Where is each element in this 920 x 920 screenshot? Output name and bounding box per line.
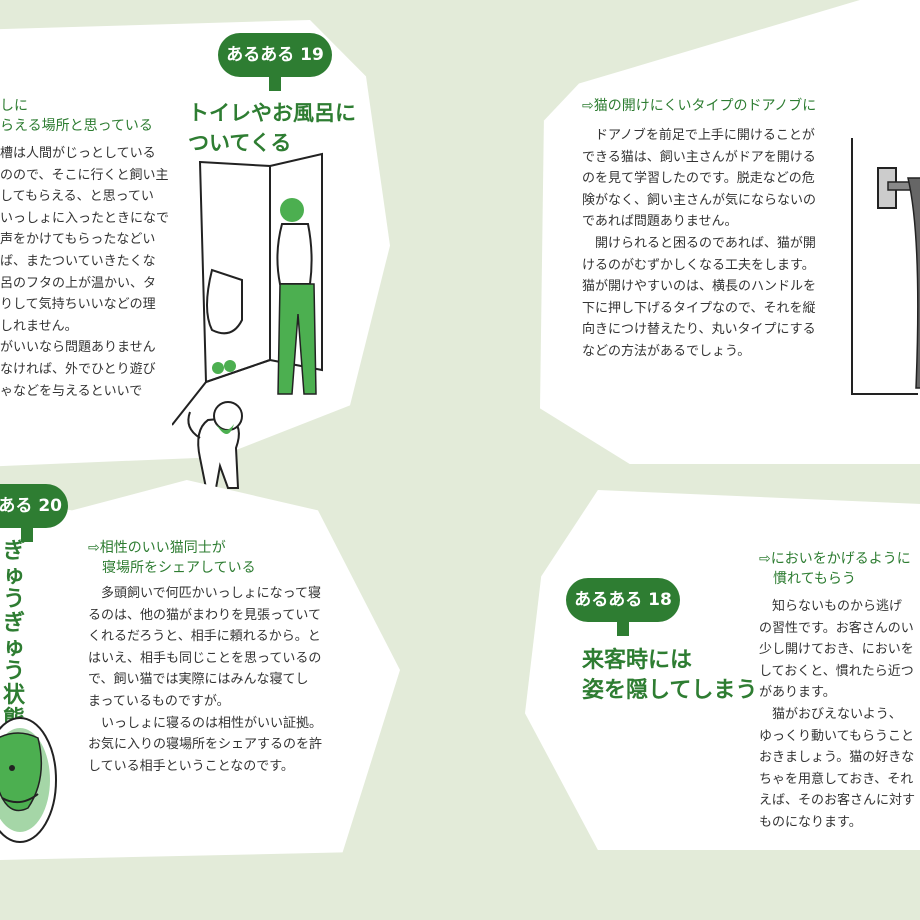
panel-aruaru-20 xyxy=(0,480,400,860)
vertical-title-char: 状 xyxy=(2,683,25,708)
subheading-19: しに らえる場所と思っている xyxy=(0,98,153,134)
text-line: けるのがむずかしくなる工夫をします。 xyxy=(582,257,815,273)
text-line: などの方法があるでしょう。 xyxy=(582,343,751,359)
toilet-illustration xyxy=(172,152,323,489)
text-line: がいいなら問題ありません xyxy=(0,340,156,356)
title-aruaru-19: トイレやお風呂に ついてくる xyxy=(188,101,356,155)
vertical-title-char: ぎ xyxy=(2,611,25,636)
text-line: ちゃを用意しておき、それ xyxy=(759,771,914,787)
badge-aruaru-19: あるある 19 xyxy=(218,33,332,91)
text-line: しれません。 xyxy=(0,318,78,334)
text-line: まっているものですが。 xyxy=(88,693,230,709)
sleeping-cats-illustration xyxy=(0,717,57,843)
panel-aruaru-19 xyxy=(0,20,390,467)
door-illustration xyxy=(851,138,920,395)
text-line: で、飼い猫では実際にはみんな寝てし xyxy=(88,672,309,688)
text-line: お気に入りの寝場所をシェアするのを許 xyxy=(88,737,323,753)
text-line: 猫がおびえないよう、 xyxy=(759,706,902,722)
cat-figure xyxy=(187,401,243,489)
badge-label: あるある 18 xyxy=(574,590,672,610)
panel-door-knob xyxy=(540,0,920,464)
text-line: 多頭飼いで何匹かいっしょになって寝 xyxy=(88,586,321,601)
body-text-door: ドアノブを前足で上手に開けることができる猫は、飼い主さんがドアを開けるのを見て学… xyxy=(582,125,816,363)
text-line: ば、またついていきたくな xyxy=(0,253,156,269)
vertical-title-20: ぎゅうぎゅう状態 xyxy=(1,540,27,732)
text-line: できる猫は、飼い主さんがドアを開ける xyxy=(582,149,816,165)
text-line: いっしょに入ったときになで xyxy=(0,210,170,226)
text-line: 声をかけてもらったなどい xyxy=(0,232,156,248)
text-line: りして気持ちいいなどの理 xyxy=(0,297,156,313)
person-figure xyxy=(212,198,317,395)
text-line: のので、そこに行くと飼い主 xyxy=(0,167,169,183)
title-aruaru-18: 来客時には 姿を隠してしまう xyxy=(582,648,758,703)
text-line: 向きにつけ替えたり、丸いタイプにする xyxy=(582,322,816,338)
text-line: 呂のフタの上が温かい、タ xyxy=(0,275,157,291)
text-line: のを見て学習したのです。脱走などの危 xyxy=(582,171,815,187)
text-line: であれば問題ありません。 xyxy=(582,214,738,230)
text-line: ものになります。 xyxy=(759,814,862,830)
body-text-19: 槽は人間がじっとしているのので、そこに行くと飼い主してもらえる、と思っていいっし… xyxy=(0,143,169,402)
text-line: ドアノブを前足で上手に開けることが xyxy=(582,128,815,143)
text-line: おきましょう。猫の好きな xyxy=(759,750,915,766)
subheading-door: ⇨猫の開けにくいタイプのドアノブに xyxy=(582,98,817,114)
text-line: 下に押し下げるタイプなので、それを縦 xyxy=(582,300,816,316)
subheading-20: ⇨相性のいい猫同士が 寝場所をシェアしている xyxy=(88,540,256,576)
panel-aruaru-18 xyxy=(525,490,920,850)
text-line: しておくと、慣れたら近つ xyxy=(759,663,914,679)
text-line: の習性です。お客さんのい xyxy=(759,620,914,636)
text-line: いっしょに寝るのは相性がいい証拠。 xyxy=(88,715,323,731)
badge-label: あるある 19 xyxy=(226,45,324,65)
text-line: 少し開けておき、においを xyxy=(759,642,914,658)
badge-label: ある 20 xyxy=(0,496,62,516)
vertical-title-char: う xyxy=(2,587,25,612)
body-text-18: 知らないものから逃げの習性です。お客さんのい少し開けておき、においをしておくと、… xyxy=(759,596,915,834)
body-text-20: 多頭飼いで何匹かいっしょになって寝るのは、他の猫がまわりを見張っていてくれるだろ… xyxy=(88,583,322,777)
text-line: くれるだろうと、相手に頼れるから。と xyxy=(88,629,321,645)
text-line: なければ、外でひとり遊び xyxy=(0,361,156,377)
subheading-18: ⇨においをかげるように 慣れてもらう xyxy=(759,551,911,587)
text-line: 開けられると困るのであれば、猫が開 xyxy=(582,235,816,251)
vertical-title-char: ゅ xyxy=(2,635,25,660)
text-line: してもらえる、と思ってい xyxy=(0,189,154,205)
text-line: 槽は人間がじっとしている xyxy=(0,146,156,161)
vertical-title-char: ゅ xyxy=(2,563,25,588)
badge-aruaru-18: あるある 18 xyxy=(566,578,680,636)
text-line: えば、そのお客さんに対す xyxy=(759,793,916,809)
text-line: 猫が開けやすいのは、横長のハンドルを xyxy=(582,279,817,295)
text-line: している相手ということなのです。 xyxy=(88,758,294,774)
text-line: はいえ、相手も同じことを思っているの xyxy=(88,650,322,666)
vertical-title-char: ぎ xyxy=(2,539,25,564)
text-line: 険がなく、飼い主さんが気にならないの xyxy=(582,192,817,208)
text-line: ゃなどを与えるといいで xyxy=(0,383,143,399)
text-line: があります。 xyxy=(759,685,836,701)
badge-aruaru-20: ある 20 xyxy=(0,484,68,542)
text-line: 知らないものから逃げ xyxy=(759,599,903,614)
text-line: るのは、他の猫がまわりを見張っていて xyxy=(88,607,321,623)
text-line: ゆっくり動いてもらうこと xyxy=(759,728,914,744)
vertical-title-char: う xyxy=(2,659,25,684)
